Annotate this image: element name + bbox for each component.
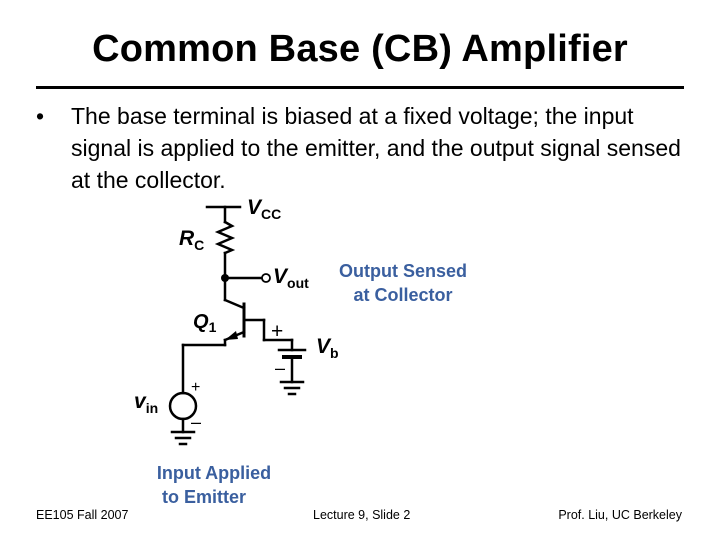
vin-plus-sign: + (191, 379, 200, 396)
footer-author: Prof. Liu, UC Berkeley (558, 508, 682, 522)
input-annotation-line-1: Input Applied (157, 463, 271, 483)
vcc-label: VCC (247, 196, 281, 222)
bullet-text: The base terminal is biased at a fixed v… (71, 103, 681, 193)
footer-course: EE105 Fall 2007 (36, 508, 129, 522)
rc-resistor (214, 220, 236, 255)
collector-node-dot (221, 274, 229, 282)
vb-plus-sign: + (271, 320, 283, 343)
rc-label: RC (179, 227, 204, 253)
vout-label: Vout (273, 265, 309, 291)
collector-lead (223, 298, 246, 310)
input-annotation-line-2: to Emitter (162, 487, 246, 507)
vout-terminal (261, 273, 271, 283)
output-annotation-line-1: Output Sensed (339, 261, 467, 281)
output-annotation-line-2: at Collector (353, 285, 452, 305)
bullet-symbol: • (36, 103, 45, 129)
vb-label: Vb (316, 335, 339, 361)
title-underline (36, 86, 684, 89)
vb-minus-sign: – (275, 358, 285, 378)
slide-title: Common Base (CB) Amplifier (92, 28, 628, 70)
vin-label: vin (134, 390, 158, 416)
emitter-arrow (225, 331, 238, 340)
vin-minus-sign: – (191, 412, 201, 432)
footer-lecture: Lecture 9, Slide 2 (313, 508, 411, 522)
q1-label: Q1 (193, 311, 217, 335)
